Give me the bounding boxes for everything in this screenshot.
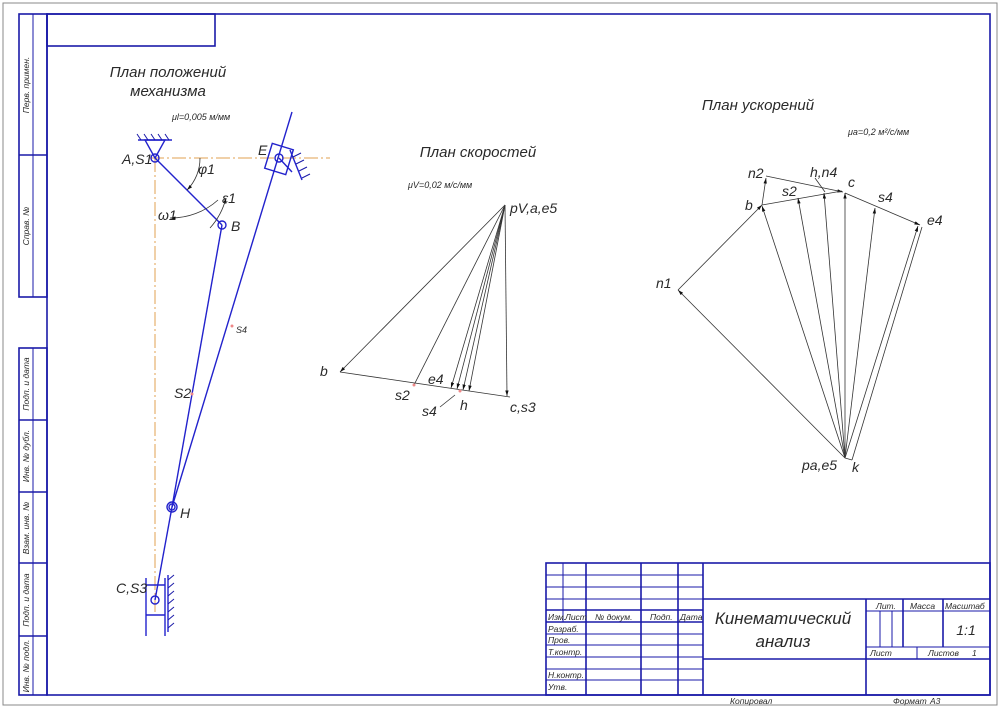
mechanism-title: План положений <box>110 64 227 81</box>
label-e4: e4 <box>428 371 444 387</box>
scale-label: Масштаб <box>945 601 986 611</box>
mechanism-plan: План положений механизма μl=0,005 м/мм <box>110 64 330 636</box>
mechanism-scale: μl=0,005 м/мм <box>171 112 230 122</box>
format-label: Формат <box>893 696 927 706</box>
row-label: Разраб. <box>548 624 579 634</box>
label-omega: ω1 <box>158 207 177 223</box>
label-b: b <box>320 363 328 379</box>
velocity-title: План скоростей <box>420 144 537 161</box>
velocity-plan: План скоростей μV=0,02 м/с/мм pV,a,e5 b … <box>320 144 557 419</box>
drawing-title: анализ <box>755 632 810 651</box>
label-s4: s4 <box>878 189 893 205</box>
header-izm: Изм. <box>548 612 566 622</box>
sheet-label: Лист <box>869 648 892 658</box>
row-label: Н.контр. <box>548 670 584 680</box>
side-label: Подп. и дата <box>21 573 31 626</box>
mechanism-title: механизма <box>130 83 206 100</box>
scale-value: 1:1 <box>956 622 975 638</box>
label-pv: pV,a,e5 <box>509 200 557 216</box>
label-C: C,S3 <box>116 580 147 596</box>
side-strip: Перв. примен. Справ. № Подп. и дата Инв.… <box>18 13 48 696</box>
acceleration-title: План ускорений <box>702 97 815 114</box>
label-h: h <box>460 397 468 413</box>
side-label: Справ. № <box>21 207 31 246</box>
side-label: Взам. инв. № <box>21 502 31 555</box>
side-label: Инв. № подл. <box>21 640 31 693</box>
label-s2: s2 <box>782 183 797 199</box>
header-list: Лист <box>564 612 587 622</box>
header-doc: № докум. <box>595 612 632 622</box>
lit-label: Лит. <box>875 601 896 611</box>
label-H: H <box>180 505 191 521</box>
drawing-title: Кинематический <box>715 609 852 628</box>
label-phi: φ1 <box>198 161 215 177</box>
label-e4: e4 <box>927 212 943 228</box>
label-c: c,s3 <box>510 399 536 415</box>
label-b: b <box>745 197 753 213</box>
header-sign: Подп. <box>650 612 673 622</box>
label-n1: n1 <box>656 275 672 291</box>
label-S4: S4 <box>236 325 247 335</box>
row-label: Утв. <box>547 682 567 692</box>
acceleration-scale: μa=0,2 м²/с/мм <box>847 127 909 137</box>
side-label: Инв. № дубл. <box>21 430 31 482</box>
label-n2: n2 <box>748 165 764 181</box>
label-S2: S2 <box>174 385 191 401</box>
label-s2: s2 <box>395 387 410 403</box>
side-label: Перв. примен. <box>21 57 31 114</box>
format-value: A3 <box>929 696 941 706</box>
sheets-label: Листов <box>927 648 960 658</box>
label-E: E <box>258 142 268 158</box>
header-date: Дата <box>679 612 703 622</box>
side-label: Подп. и дата <box>21 357 31 410</box>
sheets-value: 1 <box>972 648 977 658</box>
row-label: Т.контр. <box>548 647 582 657</box>
title-block: Изм. Лист № докум. Подп. Дата Разраб. Пр… <box>545 562 991 706</box>
acceleration-plan: План ускорений μa=0,2 м²/с/мм n2 h,n4 c … <box>656 97 943 475</box>
label-A: A,S1 <box>121 151 152 167</box>
label-hn4: h,n4 <box>810 164 837 180</box>
row-label: Пров. <box>548 635 570 645</box>
label-k: k <box>852 459 860 475</box>
copied-label: Копировал <box>730 696 772 706</box>
label-c: c <box>848 174 855 190</box>
label-s4: s4 <box>422 403 437 419</box>
top-left-box <box>46 13 216 47</box>
label-epsilon: ε1 <box>222 190 236 206</box>
label-pa: pa,e5 <box>801 457 837 473</box>
velocity-scale: μV=0,02 м/с/мм <box>407 180 472 190</box>
label-B: B <box>231 218 240 234</box>
mass-label: Масса <box>910 601 935 611</box>
